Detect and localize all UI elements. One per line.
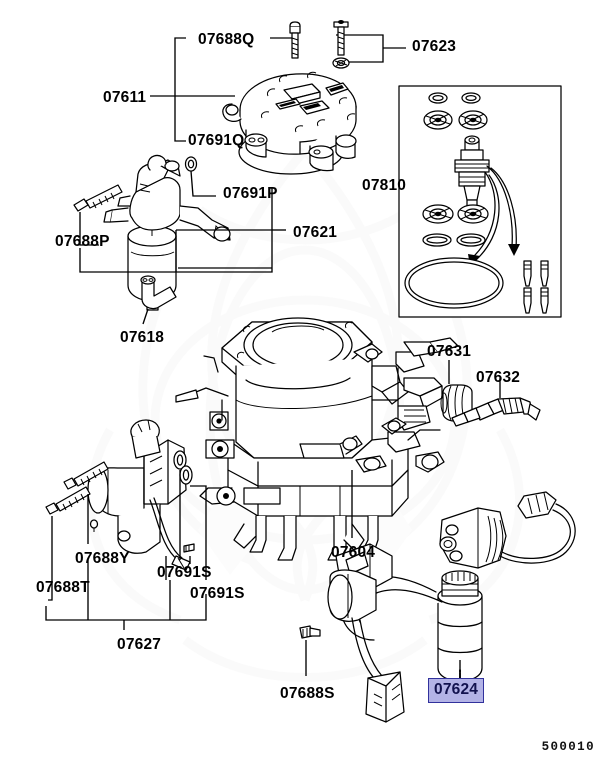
repair-kit-07810 xyxy=(399,86,561,317)
elbow-07618 xyxy=(141,276,176,324)
part-callout-07621: 07621 xyxy=(293,224,338,241)
screw-07688s xyxy=(300,626,320,676)
leader-lines-lower-left xyxy=(46,470,206,630)
fuel-pump-assembly xyxy=(104,155,230,310)
distributor-cap-assembly xyxy=(223,72,356,174)
injector-part xyxy=(455,136,520,266)
part-callout-07810: 07810 xyxy=(362,177,407,194)
idle-solenoid-assembly-07627 xyxy=(46,420,194,570)
part-callout-07691q: 07691Q xyxy=(188,132,245,149)
part-callout-07623: 07623 xyxy=(412,38,457,55)
part-callout-07624[interactable]: 07624 xyxy=(428,678,485,703)
part-callout-07618: 07618 xyxy=(120,329,165,346)
screw-07623 xyxy=(334,20,348,55)
washer-07623 xyxy=(333,58,349,68)
spark-plug-07632 xyxy=(452,378,540,426)
part-callout-07691s-upper: 07691S xyxy=(157,564,212,581)
part-callout-07691p: 07691P xyxy=(223,185,278,202)
part-callout-07691s-lower: 07691S xyxy=(190,585,245,602)
part-callout-07611: 07611 xyxy=(103,89,147,106)
part-callout-07688t: 07688T xyxy=(36,579,90,596)
carburetor-body-07604 xyxy=(176,318,458,560)
boot-07631 xyxy=(441,360,472,421)
part-callout-07632: 07632 xyxy=(476,369,521,386)
part-callout-07688y: 07688Y xyxy=(75,550,130,567)
part-callout-07604: 07604 xyxy=(331,544,376,561)
part-callout-07631: 07631 xyxy=(427,343,472,360)
fuel-pump-harness-07624 xyxy=(328,492,575,722)
screw-07688q xyxy=(290,22,300,58)
terminal-pins xyxy=(524,261,548,313)
part-callout-07688q: 07688Q xyxy=(198,31,255,48)
oring-07691p xyxy=(186,157,217,196)
screw-07688p xyxy=(74,185,122,245)
bracket-07621 xyxy=(80,188,286,272)
part-callout-07627: 07627 xyxy=(117,636,162,653)
part-callout-07688p: 07688P xyxy=(55,233,110,250)
part-callout-07688s: 07688S xyxy=(280,685,335,702)
drawing-serial-number: 500010 xyxy=(541,740,595,754)
